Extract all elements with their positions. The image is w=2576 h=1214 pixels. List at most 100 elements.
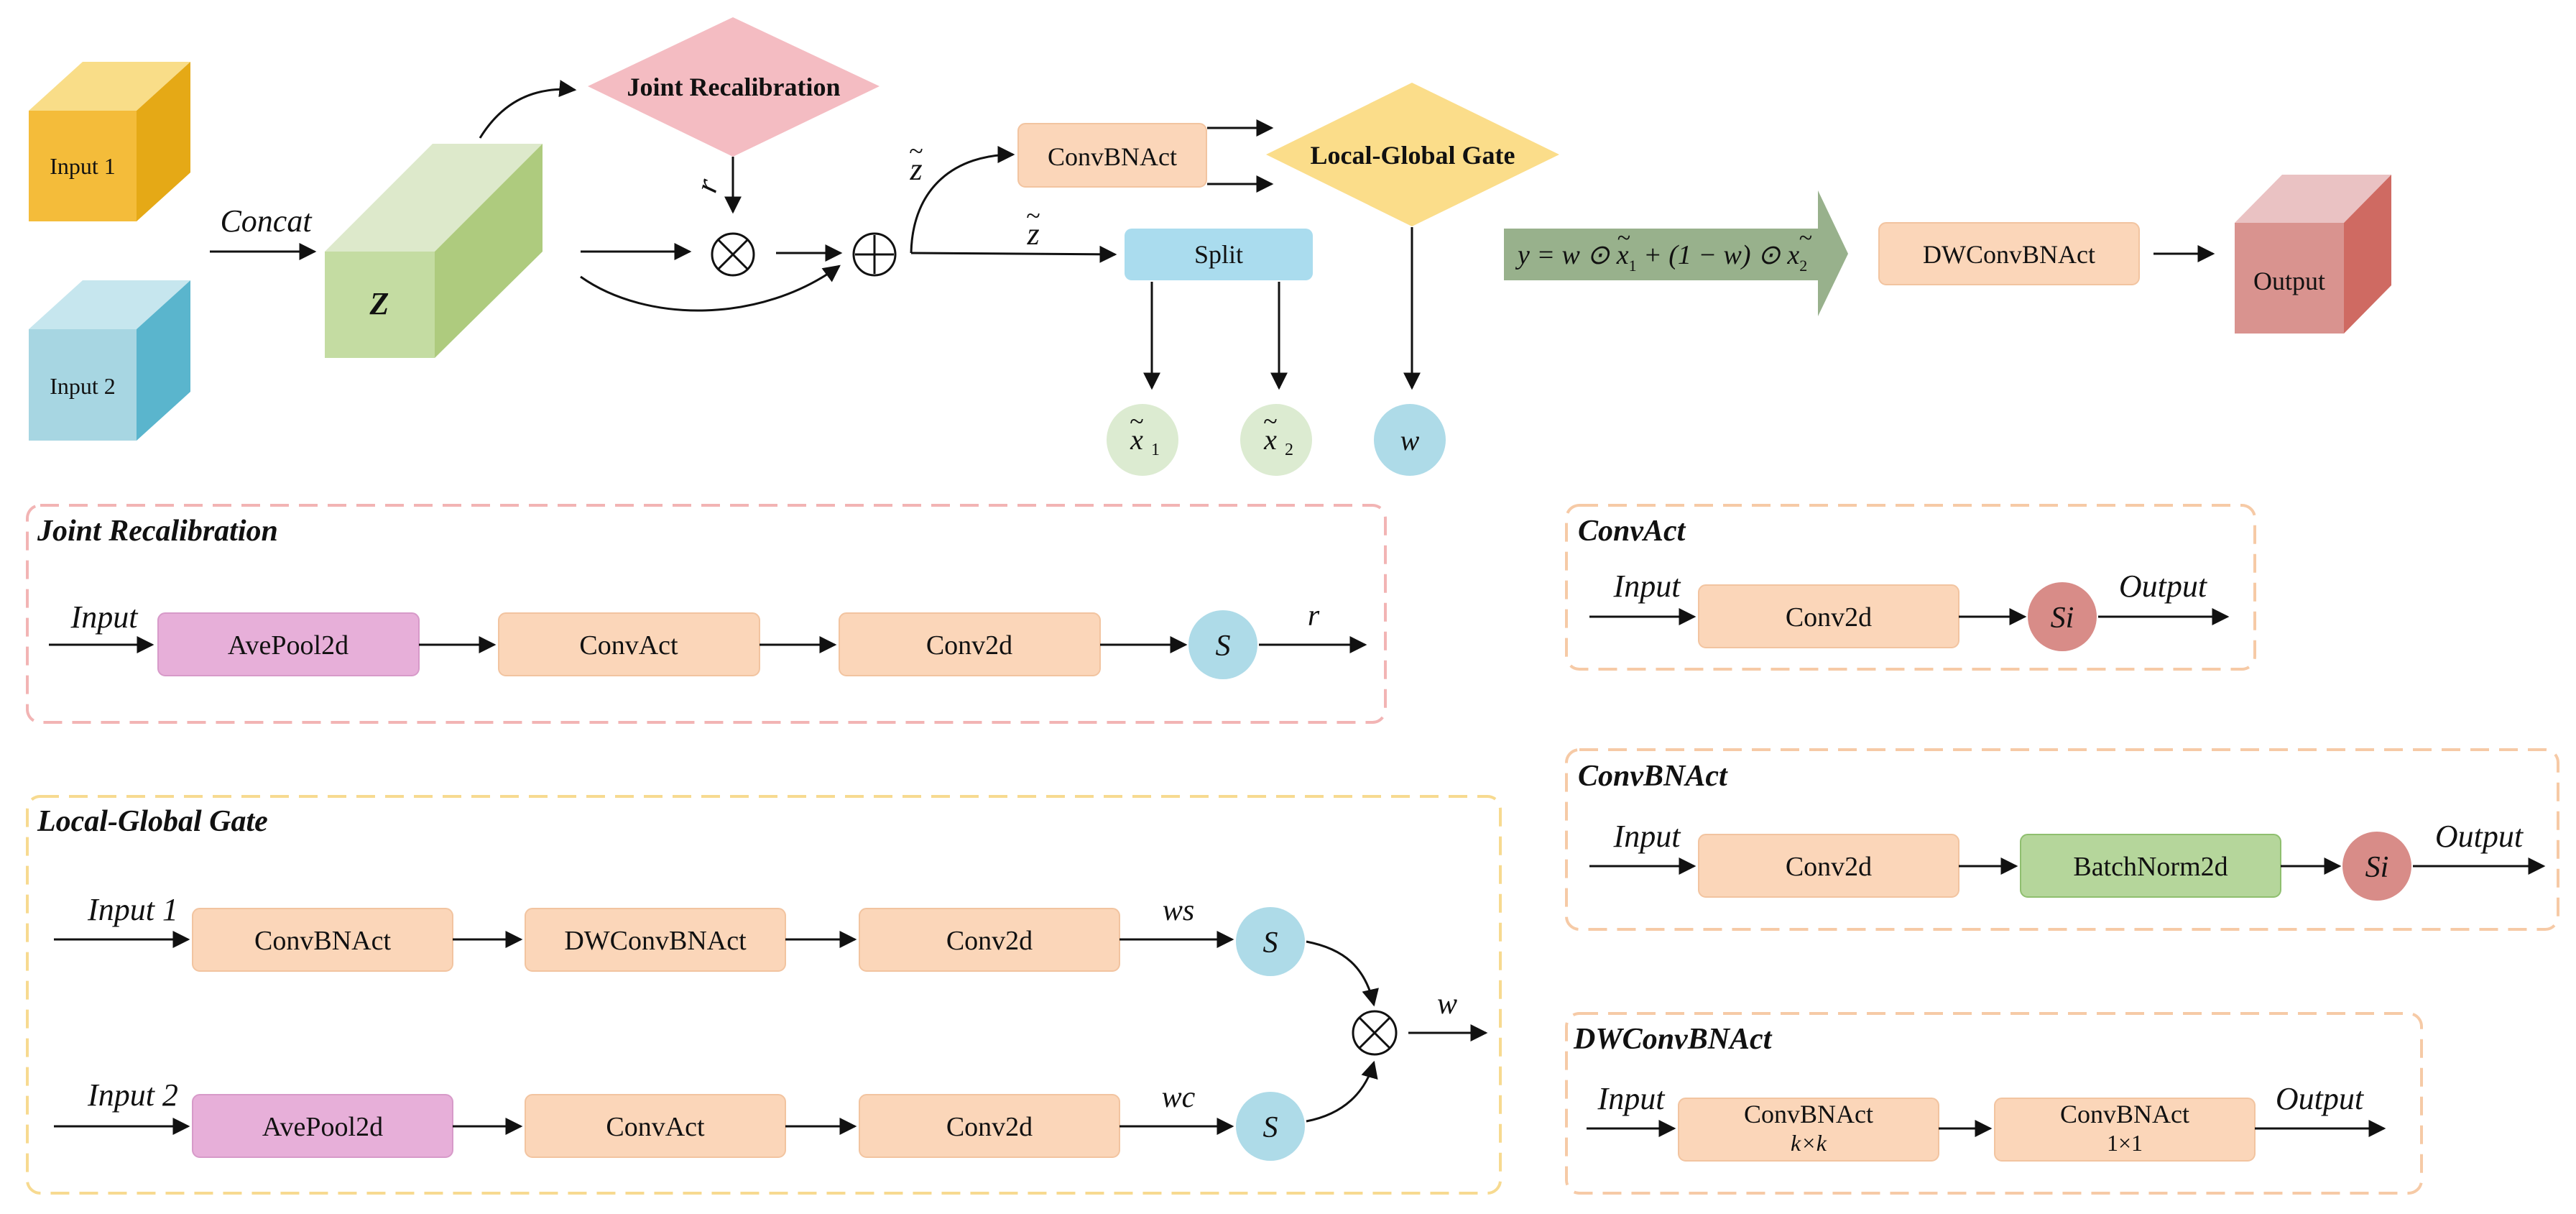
oplus-to-split-arrow (910, 245, 1117, 263)
dwconv-convbnact-1x1-box: ConvBNAct 1×1 (1994, 1098, 2256, 1162)
convact-title: ConvAct (1578, 515, 1686, 548)
lgg-ws-label: ws (1163, 894, 1194, 927)
jr-convact-box: ConvAct (498, 612, 760, 676)
svg-text:~: ~ (1026, 201, 1040, 230)
multiply-node (711, 232, 755, 277)
svg-text:AvePool2d: AvePool2d (262, 1112, 383, 1142)
formula-arrow: y = w ⊙ x1 + (1 − w) ⊙ x2 ~ ~ (1504, 190, 1848, 316)
convbnact-batchnorm-box: BatchNorm2d (2020, 834, 2281, 898)
lgg-w-label: w (1437, 988, 1457, 1021)
convact-conv2d-box: Conv2d (1698, 584, 1959, 648)
lgg-multiply-node (1352, 1010, 1398, 1056)
joint-recalibration-panel: Joint Recalibration Input AvePool2d Conv… (26, 504, 1387, 724)
residual-arrow (580, 265, 841, 312)
svg-text:~: ~ (1617, 225, 1630, 252)
svg-text:1: 1 (1151, 441, 1160, 459)
svg-text:w: w (1400, 424, 1420, 456)
svg-text:Local-Global Gate: Local-Global Gate (1311, 141, 1515, 170)
svg-text:ConvBNAct: ConvBNAct (2060, 1100, 2189, 1128)
svg-text:AvePool2d: AvePool2d (228, 630, 348, 661)
lgg-title: Local-Global Gate (37, 805, 268, 838)
split-box: Split (1125, 229, 1313, 280)
jr-title: Joint Recalibration (37, 515, 278, 548)
top-convbnact-box: ConvBNAct (1017, 123, 1207, 188)
add-node (852, 232, 897, 277)
z-label: Z (369, 286, 389, 321)
svg-text:Si: Si (2051, 602, 2074, 635)
svg-text:y = w ⊙ x1 + (1 − w) ⊙ x2: y = w ⊙ x1 + (1 − w) ⊙ x2 (1515, 240, 1807, 275)
lgg-avepool-box: AvePool2d (192, 1094, 453, 1158)
oplus-to-convbnact-arrow (910, 146, 1015, 254)
svg-text:DWConvBNAct: DWConvBNAct (1923, 240, 2095, 269)
svg-text:Conv2d: Conv2d (1786, 602, 1872, 633)
dwconvbnact-panel: DWConvBNAct Input ConvBNAct k×k ConvBNAc… (1565, 1012, 2423, 1195)
lgg-sigmoid-node-2: S (1236, 1092, 1305, 1161)
convbnact-conv2d-box: Conv2d (1698, 834, 1959, 898)
r-label-top: r (688, 175, 726, 196)
lgg-wc-label: wc (1162, 1081, 1196, 1114)
convbnact-si-node: Si (2342, 832, 2411, 901)
svg-text:z: z (1026, 216, 1039, 252)
lgg-convbnact-box: ConvBNAct (192, 908, 453, 972)
convact-input-label: Input (1613, 569, 1682, 604)
svg-text:Si: Si (2365, 851, 2389, 884)
joint-recalibration-label: Joint Recalibration (627, 73, 841, 101)
svg-text:BatchNorm2d: BatchNorm2d (2073, 852, 2228, 882)
z-tilde-upper: z ~ (909, 137, 923, 187)
lgg-dwconvbnact-box: DWConvBNAct (525, 908, 786, 972)
svg-text:DWConvBNAct: DWConvBNAct (564, 926, 747, 956)
input2-cube: Input 2 (29, 280, 190, 441)
svg-text:x: x (1130, 423, 1143, 456)
output-cube: Output (2235, 175, 2391, 334)
jr-avepool-box: AvePool2d (157, 612, 420, 676)
lgg-input1-label: Input 1 (87, 892, 178, 927)
z-block: Z (325, 144, 543, 358)
z-tilde-lower: z ~ (1026, 201, 1040, 252)
svg-text:ConvBNAct: ConvBNAct (254, 926, 391, 956)
dwconv-output-label: Output (2276, 1081, 2365, 1116)
svg-text:ConvBNAct: ConvBNAct (1048, 142, 1177, 171)
local-global-gate-panel: Local-Global Gate Input 1 ConvBNAct DWCo… (26, 795, 1502, 1195)
dwconv-input-label: Input (1597, 1081, 1666, 1116)
concat-label: Concat (220, 203, 313, 239)
svg-text:k×k: k×k (1791, 1130, 1827, 1156)
lgg-conv2d-box-2: Conv2d (859, 1094, 1120, 1158)
convact-panel: ConvAct Input Conv2d Si Output (1565, 504, 2256, 671)
input1-label: Input 1 (50, 153, 116, 179)
svg-text:~: ~ (1130, 407, 1143, 436)
lgg-sigmoid-node-1: S (1236, 907, 1305, 976)
svg-text:ConvAct: ConvAct (579, 630, 678, 661)
svg-text:ConvBNAct: ConvBNAct (1744, 1100, 1873, 1128)
jr-input-label: Input (70, 599, 139, 635)
convact-output-label: Output (2119, 569, 2208, 604)
svg-text:S: S (1216, 630, 1231, 663)
w-node: w (1374, 404, 1446, 476)
svg-text:Conv2d: Conv2d (1786, 852, 1872, 882)
svg-text:2: 2 (1285, 441, 1293, 459)
svg-text:~: ~ (1263, 407, 1277, 436)
convbnact-output-label: Output (2435, 819, 2524, 854)
dwconvbnact-title: DWConvBNAct (1573, 1023, 1773, 1056)
convbnact-panel: ConvBNAct Input Conv2d BatchNorm2d Si Ou… (1565, 748, 2559, 931)
convbnact-input-label: Input (1613, 819, 1682, 854)
joint-recalibration-diamond: Joint Recalibration (588, 17, 880, 157)
svg-text:~: ~ (909, 137, 923, 165)
x2-tilde-node: x ~ 2 (1240, 404, 1312, 476)
convact-si-node: Si (2028, 582, 2097, 651)
svg-text:ConvAct: ConvAct (606, 1112, 705, 1142)
output-label: Output (2253, 267, 2325, 295)
svg-text:Conv2d: Conv2d (946, 1112, 1033, 1142)
svg-text:1×1: 1×1 (2107, 1130, 2143, 1156)
jr-sigmoid-node: S (1188, 610, 1257, 679)
svg-text:Conv2d: Conv2d (946, 926, 1033, 956)
convbnact-title: ConvBNAct (1578, 760, 1728, 793)
jr-conv2d-box: Conv2d (839, 612, 1101, 676)
svg-text:Conv2d: Conv2d (926, 630, 1012, 661)
lgg-input2-label: Input 2 (87, 1077, 178, 1113)
z-to-joint-arrow (479, 80, 577, 139)
svg-text:S: S (1263, 926, 1278, 960)
local-global-gate-diamond: Local-Global Gate (1266, 83, 1559, 226)
input1-cube: Input 1 (29, 62, 190, 221)
input2-label: Input 2 (50, 373, 116, 399)
